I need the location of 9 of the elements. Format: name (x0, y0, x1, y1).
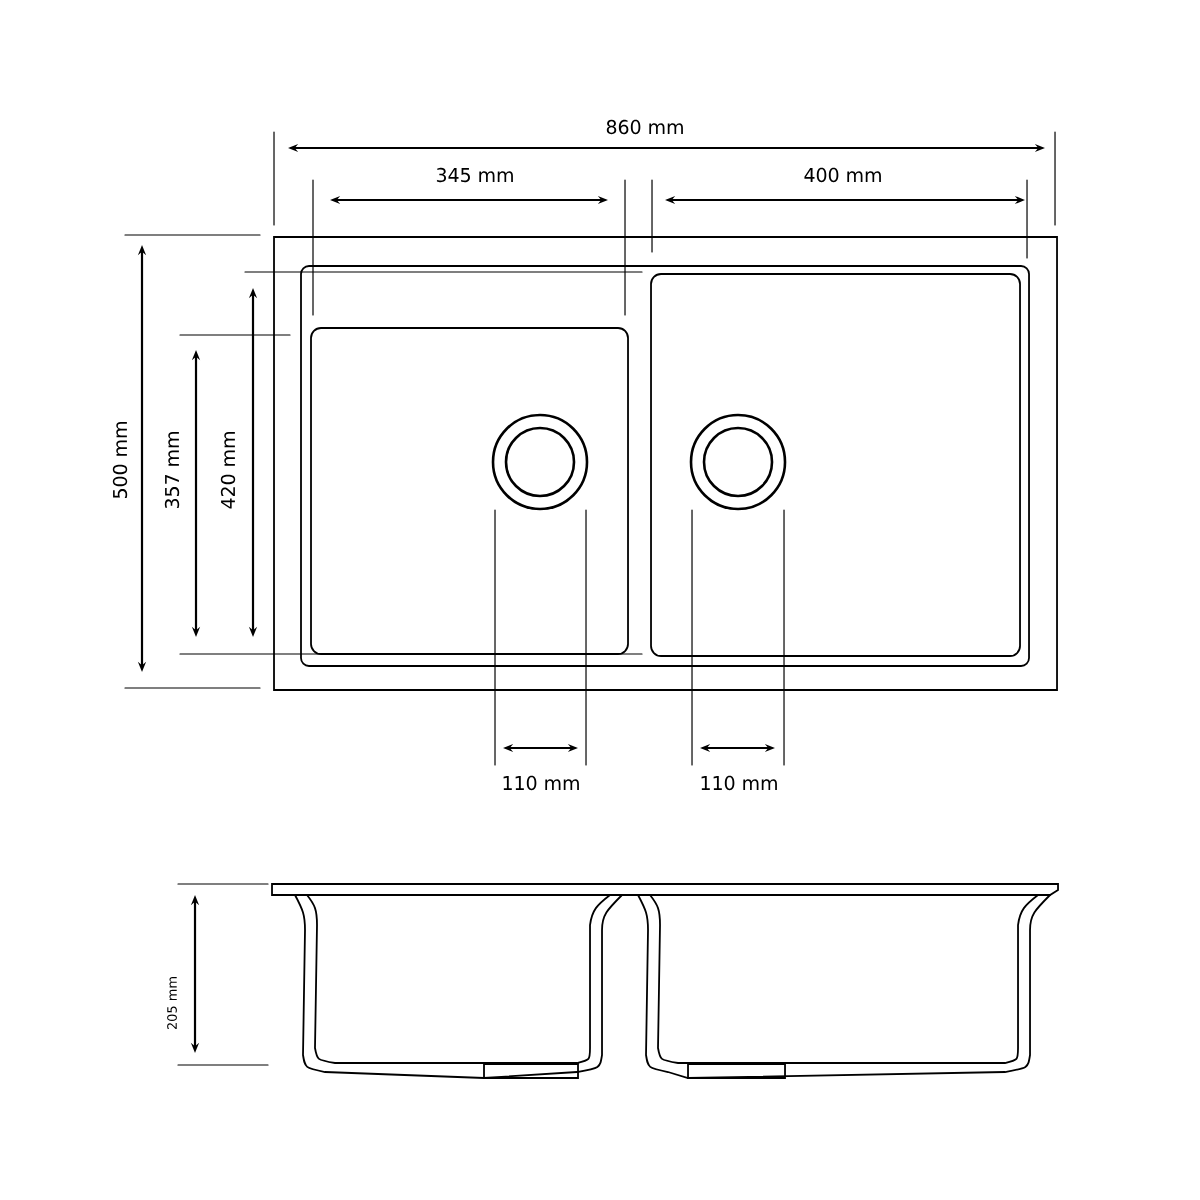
dimension-label: 110 mm (701, 775, 777, 791)
dimension-label: 500 mm (112, 422, 128, 499)
dimension-label: 420 mm (220, 432, 236, 509)
dimension-label: 205 mm (167, 977, 177, 1030)
dimension-label: 400 mm (804, 167, 881, 183)
dimension-label: 860 mm (606, 119, 683, 135)
dimension-label: 357 mm (164, 432, 180, 509)
dimension-label: 110 mm (503, 775, 579, 791)
dimension-label: 345 mm (436, 167, 513, 183)
